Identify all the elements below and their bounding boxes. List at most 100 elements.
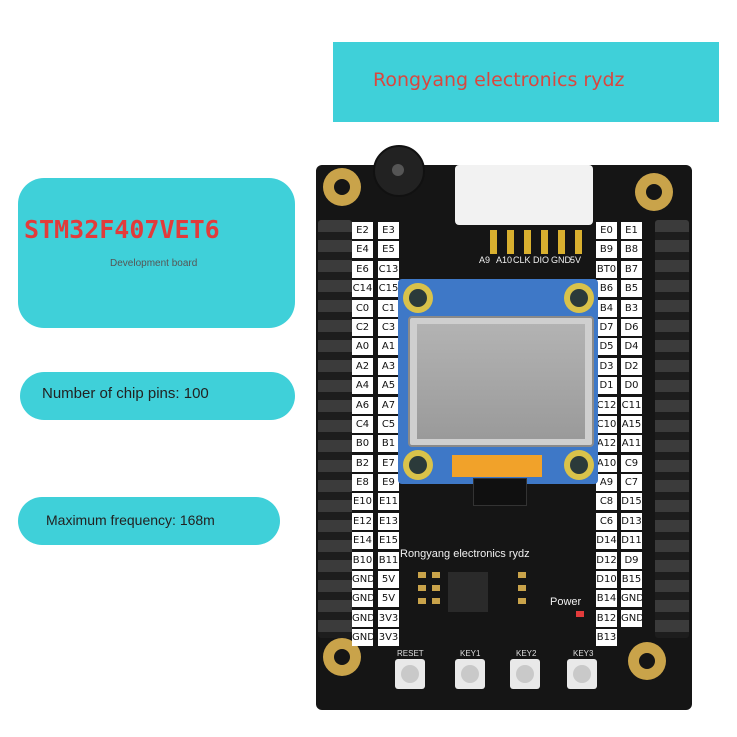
pin-label: B11 (378, 551, 399, 569)
connector-pin (558, 230, 565, 254)
mount-hole-bottom-right (628, 642, 666, 680)
pin-label: C14 (352, 280, 373, 298)
pin-label: D10 (596, 571, 617, 589)
pin-label: C5 (378, 415, 399, 433)
key2-button (510, 659, 540, 689)
pin-label: A6 (352, 396, 373, 414)
oled-mount-hole (403, 283, 433, 313)
pin-label: A10 (596, 454, 617, 472)
pin-label: C8 (596, 493, 617, 511)
pin-label: C6 (596, 512, 617, 530)
key3-button (567, 659, 597, 689)
pin-label: A11 (621, 435, 642, 453)
pin-label: E4 (352, 241, 373, 259)
connector-label-5v: 5V (570, 255, 582, 265)
pin-label: GND (352, 571, 375, 589)
pin-label: B8 (621, 241, 642, 259)
pin-label: E15 (378, 532, 399, 550)
pin-label: C7 (621, 474, 642, 492)
pin-label: D2 (621, 357, 642, 375)
pin-label: GND (352, 609, 375, 627)
pin-label: A15 (621, 415, 642, 433)
pin-label: GND (621, 590, 644, 608)
pin-label: 5V (378, 590, 399, 608)
pin-label: B10 (352, 551, 373, 569)
voltage-regulator (448, 572, 488, 612)
buzzer (373, 145, 425, 197)
smd-component (432, 572, 440, 578)
connector-pin (575, 230, 582, 254)
power-led-label: Power (550, 596, 582, 608)
smd-component (418, 585, 426, 591)
pin-label: GND (352, 590, 375, 608)
connector-label-a9: A9 (479, 255, 491, 265)
pin-label: B4 (596, 299, 617, 317)
pin-label: C2 (352, 318, 373, 336)
power-led (576, 611, 584, 617)
chip-pins-text: Number of chip pins: 100 (42, 385, 209, 402)
pin-label: A0 (352, 338, 373, 356)
reset-button-label: RESET (397, 649, 424, 658)
mount-hole-top-left (323, 168, 361, 206)
model-name: STM32F407VET6 (24, 215, 220, 244)
pin-label: C13 (378, 260, 399, 278)
pin-label: B6 (596, 280, 617, 298)
connector-label-a10: A10 (496, 255, 513, 265)
pin-label: A12 (596, 435, 617, 453)
pin-label: C9 (621, 454, 642, 472)
pin-label: C3 (378, 318, 399, 336)
smd-component (418, 572, 426, 578)
connector-label-gnd: GND (551, 255, 571, 265)
pin-label: D5 (596, 338, 617, 356)
pin-label: B2 (352, 454, 373, 472)
max-frequency-text: Maximum frequency: 168m (46, 512, 215, 528)
key2-button-label: KEY2 (516, 649, 537, 658)
pin-label: D15 (621, 493, 642, 511)
pin-label: C12 (596, 396, 617, 414)
smd-component (418, 598, 426, 604)
smd-component (518, 598, 526, 604)
mcu-chip (473, 478, 527, 506)
pin-label: B5 (621, 280, 642, 298)
connector-label-clk: CLK (513, 255, 531, 265)
pin-label: C11 (621, 396, 642, 414)
smd-component (518, 585, 526, 591)
key3-button-label: KEY3 (573, 649, 594, 658)
pin-label: C4 (352, 415, 373, 433)
pin-label: B3 (621, 299, 642, 317)
pin-label: A9 (596, 474, 617, 492)
oled-mount-hole (564, 283, 594, 313)
pin-label: D9 (621, 551, 642, 569)
smd-component (432, 598, 440, 604)
pin-label: A7 (378, 396, 399, 414)
pin-label: E13 (378, 512, 399, 530)
pin-label: 5V (378, 571, 399, 589)
pin-label: A1 (378, 338, 399, 356)
pin-label: E1 (621, 222, 642, 239)
oled-connector (455, 165, 593, 225)
pin-label: A3 (378, 357, 399, 375)
pin-label: B14 (596, 590, 617, 608)
pin-label: D7 (596, 318, 617, 336)
pin-label: 3V3 (378, 609, 399, 627)
pin-label: B1 (378, 435, 399, 453)
pin-label: E5 (378, 241, 399, 259)
key1-button-label: KEY1 (460, 649, 481, 658)
pin-label: E12 (352, 512, 373, 530)
pin-label: B13 (596, 629, 617, 647)
oled-mount-hole (564, 450, 594, 480)
pin-label: E0 (596, 222, 617, 239)
connector-pin (490, 230, 497, 254)
pin-label: A4 (352, 377, 373, 395)
oled-mount-hole (403, 450, 433, 480)
pin-label: B9 (596, 241, 617, 259)
connector-label-dio: DIO (533, 255, 550, 265)
key1-button (455, 659, 485, 689)
pin-label: E11 (378, 493, 399, 511)
pin-label: D0 (621, 377, 642, 395)
pin-label: E7 (378, 454, 399, 472)
model-card: STM32F407VET6 Development board (18, 178, 295, 328)
pin-label: B15 (621, 571, 642, 589)
